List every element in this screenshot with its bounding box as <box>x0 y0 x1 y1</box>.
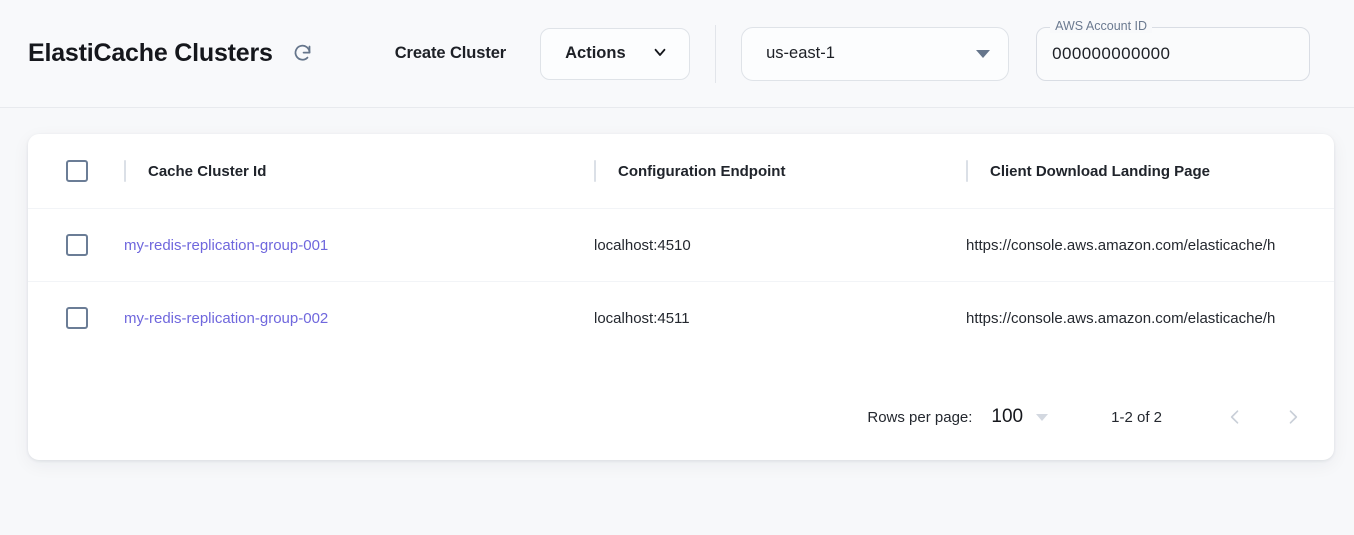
chevron-down-icon <box>651 43 669 64</box>
aws-account-id-label: AWS Account ID <box>1050 18 1153 33</box>
table-row[interactable]: my-redis-replication-group-002 localhost… <box>28 281 1334 355</box>
select-all-cell <box>28 134 124 209</box>
cell-configuration-endpoint: localhost:4511 <box>594 309 690 327</box>
row-checkbox-cell <box>28 209 124 282</box>
column-header-cache-cluster-id[interactable]: Cache Cluster Id <box>124 134 594 209</box>
actions-label: Actions <box>565 44 626 62</box>
cluster-link[interactable]: my-redis-replication-group-002 <box>124 309 329 327</box>
clusters-table: Cache Cluster Id Configuration Endpoint … <box>28 134 1334 355</box>
chevron-left-icon <box>1225 407 1245 427</box>
refresh-icon <box>292 43 313 64</box>
content-area: Cache Cluster Id Configuration Endpoint … <box>0 108 1354 460</box>
aws-account-id-field[interactable]: AWS Account ID <box>1036 18 1311 81</box>
column-label: Configuration Endpoint <box>618 162 786 180</box>
region-select[interactable]: us-east-1 <box>741 26 1010 81</box>
aws-account-id-input[interactable] <box>1052 43 1293 64</box>
rows-per-page-value: 100 <box>991 406 1024 427</box>
pagination-bar: Rows per page: 100 1-2 of 2 <box>28 374 1334 460</box>
table-body: my-redis-replication-group-001 localhost… <box>28 208 1334 355</box>
cell-cache-cluster-id: my-redis-replication-group-001 <box>124 209 594 282</box>
column-separator <box>594 160 596 182</box>
previous-page-button[interactable] <box>1212 394 1258 440</box>
page-title: ElastiCache Clusters <box>28 39 273 67</box>
row-checkbox-cell <box>28 282 124 355</box>
cell-configuration-endpoint: localhost:4510 <box>594 236 691 254</box>
select-all-checkbox[interactable] <box>66 160 88 182</box>
next-page-button[interactable] <box>1270 394 1316 440</box>
column-separator <box>966 160 968 182</box>
table-row[interactable]: my-redis-replication-group-001 localhost… <box>28 208 1334 282</box>
cell-client-download-landing-page: https://console.aws.amazon.com/elasticac… <box>966 309 1276 327</box>
triangle-down-icon <box>1036 413 1049 421</box>
app-header: ElastiCache Clusters Create Cluster Acti… <box>0 0 1354 108</box>
rows-per-page-select[interactable]: 100 <box>991 406 1049 428</box>
row-checkbox[interactable] <box>66 307 88 330</box>
column-separator <box>124 160 126 182</box>
chevron-right-icon <box>1283 407 1303 427</box>
region-selected-value: us-east-1 <box>766 44 835 62</box>
column-label: Cache Cluster Id <box>148 162 267 180</box>
actions-dropdown-button[interactable]: Actions <box>540 27 691 80</box>
create-cluster-button[interactable]: Create Cluster <box>394 44 507 62</box>
column-label: Client Download Landing Page <box>990 162 1211 180</box>
header-divider <box>715 24 717 83</box>
table-header: Cache Cluster Id Configuration Endpoint … <box>28 134 1334 209</box>
triangle-down-icon <box>976 49 991 58</box>
column-header-configuration-endpoint[interactable]: Configuration Endpoint <box>594 134 966 209</box>
refresh-button[interactable] <box>288 39 318 69</box>
rows-per-page-label: Rows per page: <box>867 408 973 426</box>
pagination-range: 1-2 of 2 <box>1111 408 1162 426</box>
clusters-card: Cache Cluster Id Configuration Endpoint … <box>28 134 1334 460</box>
row-checkbox[interactable] <box>66 234 88 256</box>
cell-cache-cluster-id: my-redis-replication-group-002 <box>124 282 594 355</box>
cell-client-download-landing-page: https://console.aws.amazon.com/elasticac… <box>966 236 1276 254</box>
table-header-row: Cache Cluster Id Configuration Endpoint … <box>28 134 1334 209</box>
column-header-client-download-landing-page[interactable]: Client Download Landing Page <box>966 134 1334 209</box>
cluster-link[interactable]: my-redis-replication-group-001 <box>124 236 329 254</box>
